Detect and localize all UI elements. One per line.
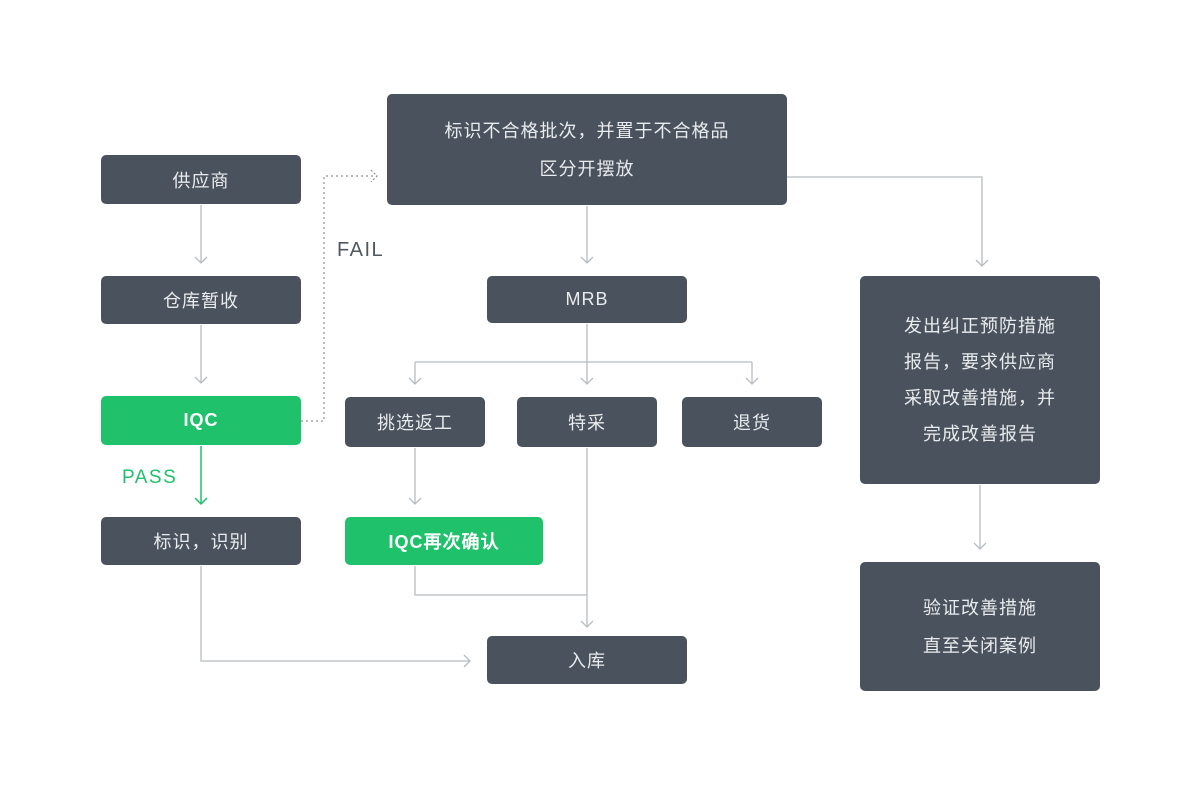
node-label-line1: 验证改善措施 — [923, 597, 1037, 618]
node-label: 挑选返工 — [377, 413, 453, 433]
node-nonconforming-batch: 标识不合格批次，并置于不合格品 区分开摆放 — [387, 94, 787, 205]
node-label: 标识，识别 — [153, 532, 249, 552]
arrow-right-icon — [370, 169, 378, 183]
node-label-line3: 采取改善措施，并 — [904, 388, 1056, 408]
arrow-down-icon — [580, 256, 594, 264]
node-label: 仓库暂收 — [163, 291, 239, 311]
node-capa-report: 发出纠正预防措施 报告，要求供应商 采取改善措施，并 完成改善报告 — [860, 276, 1100, 484]
node-iqc: IQC — [101, 396, 301, 445]
arrow-down-icon — [745, 377, 759, 385]
arrow-down-icon — [194, 256, 208, 264]
edge-label-fail: FAIL — [337, 239, 385, 261]
node-sort-rework: 挑选返工 — [345, 397, 485, 447]
arrow-down-icon — [580, 620, 594, 628]
node-supplier: 供应商 — [101, 155, 301, 204]
node-label-line4: 完成改善报告 — [923, 424, 1037, 444]
node-label-line1: 发出纠正预防措施 — [904, 316, 1056, 336]
arrow-right-icon — [463, 654, 471, 668]
arrow-down-icon — [194, 497, 208, 506]
arrow-down-icon — [408, 377, 422, 385]
node-warehouse-in: 入库 — [487, 636, 687, 684]
node-mrb: MRB — [487, 276, 687, 323]
node-label: 入库 — [568, 651, 606, 671]
edge-mark-instock — [200, 566, 470, 662]
node-iqc-recheck: IQC再次确认 — [345, 517, 543, 565]
node-special-acceptance: 特采 — [517, 397, 657, 447]
green-pass-connector — [194, 446, 208, 506]
edge-nonconforming-capa — [787, 176, 983, 266]
node-mark-identify: 标识，识别 — [101, 517, 301, 565]
node-label: 特采 — [568, 413, 606, 433]
node-label: MRB — [565, 289, 609, 309]
gray-connectors — [194, 176, 989, 668]
edge-iqc-nonconforming — [301, 175, 377, 422]
node-label: IQC — [183, 410, 219, 430]
edge-mrb-branches — [414, 324, 753, 384]
node-label-line2: 直至关闭案例 — [923, 635, 1037, 656]
arrow-down-icon — [975, 259, 989, 267]
dashed-fail-connector — [301, 169, 378, 422]
node-warehouse: 仓库暂收 — [101, 276, 301, 324]
node-label: 供应商 — [172, 170, 230, 191]
node-label: IQC再次确认 — [388, 532, 500, 552]
node-label-line2: 区分开摆放 — [539, 158, 635, 179]
node-return-goods: 退货 — [682, 397, 822, 447]
arrow-down-icon — [580, 377, 594, 385]
arrow-down-icon — [973, 542, 987, 550]
arrow-down-icon — [408, 497, 422, 505]
node-verify-closure: 验证改善措施 直至关闭案例 — [860, 562, 1100, 691]
node-label: 退货 — [733, 413, 771, 433]
arrow-down-icon — [194, 376, 208, 384]
edge-iqc2-merge — [414, 566, 587, 596]
edge-label-pass: PASS — [122, 467, 178, 488]
node-label-line1: 标识不合格批次，并置于不合格品 — [444, 120, 730, 141]
node-label-line2: 报告，要求供应商 — [904, 352, 1056, 372]
